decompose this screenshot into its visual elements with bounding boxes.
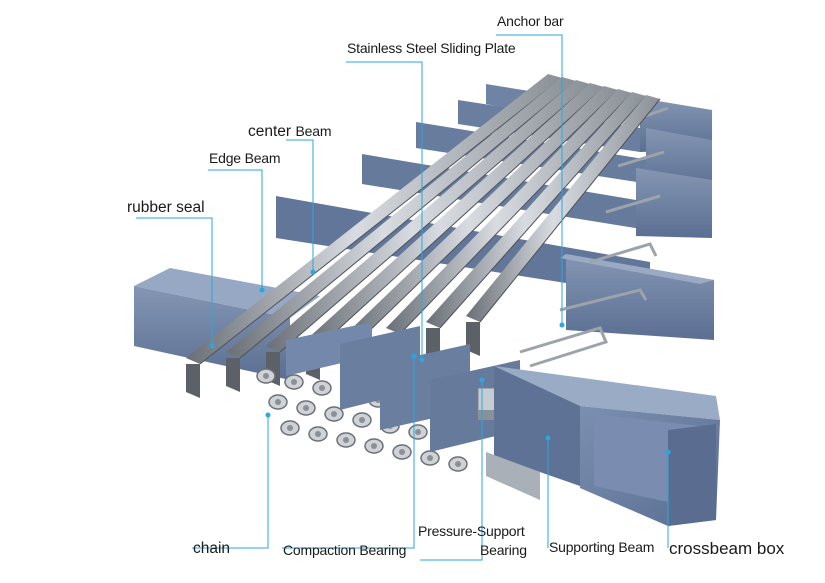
steel-beam <box>386 89 632 334</box>
leader-dot <box>479 377 485 383</box>
chain-pin <box>427 455 433 461</box>
label-supporting-beam: Supporting Beam <box>549 539 655 555</box>
steel-beam <box>306 83 604 346</box>
chain-pin <box>399 449 405 455</box>
leader-dot <box>665 449 671 455</box>
leader-dot <box>545 435 551 441</box>
steel-beams <box>186 74 661 398</box>
leader-dot <box>310 269 316 275</box>
label-chain: chain <box>193 540 231 557</box>
leader-dot <box>559 322 565 328</box>
chain-pin <box>455 461 461 467</box>
steel-beam-edge <box>439 95 647 329</box>
chain-pin <box>303 405 309 411</box>
leader-dot <box>265 412 271 418</box>
steel-beam-edge <box>399 92 633 335</box>
steel-beam-edge <box>359 89 619 341</box>
leader-edge-beam <box>208 169 263 290</box>
label-compaction-bearing: Compaction Bearing <box>283 542 407 558</box>
chain-pin <box>359 417 365 423</box>
label-crossbeam-box: crossbeam box <box>669 539 785 558</box>
label-edge-beam: Edge Beam <box>209 150 281 166</box>
chain-pin <box>275 399 281 405</box>
leader-stainless-plate <box>346 61 423 360</box>
leader-dot <box>411 353 417 359</box>
chain-pin <box>315 431 321 437</box>
crossbeam-box <box>486 366 720 526</box>
leader-dot <box>419 357 425 363</box>
label-rubber-seal: rubber seal <box>127 199 205 216</box>
steel-beam <box>186 74 562 364</box>
anchor-loops <box>519 106 669 368</box>
label-center-beam-a: center <box>248 123 292 140</box>
chain-pin <box>263 373 269 379</box>
label-pressure-support-1: Pressure-Support <box>418 523 525 539</box>
leader-dot <box>209 343 215 349</box>
chain-pin <box>371 443 377 449</box>
steel-beam-edge <box>479 98 661 323</box>
leader-dot <box>259 287 265 293</box>
label-stainless-steel-sliding-plate: Stainless Steel Sliding Plate <box>347 40 516 56</box>
steel-beam-edge <box>279 83 591 353</box>
chain-pin <box>291 379 297 385</box>
steel-beam <box>266 80 590 352</box>
leader-dots <box>209 269 671 455</box>
chain-pin <box>287 425 293 431</box>
steel-beam-edge <box>239 80 577 359</box>
steel-beam <box>466 95 660 322</box>
leader-chain <box>192 415 269 549</box>
leader-rubber-seal <box>136 217 213 346</box>
leader-pressure-support <box>420 380 483 561</box>
steel-beam-edge <box>199 77 563 365</box>
chain-pin <box>319 385 325 391</box>
chain-pin <box>343 437 349 443</box>
label-pressure-support-2: Bearing <box>480 542 527 558</box>
steel-beam-end <box>226 358 240 392</box>
leader-center-beam <box>286 139 314 272</box>
steel-beam-end <box>186 364 200 398</box>
label-anchor-bar: Anchor bar <box>497 13 564 29</box>
leader-anchor-bar <box>496 34 563 325</box>
label-center-beam: center Beam <box>248 123 332 141</box>
leader-lines <box>136 34 669 561</box>
steel-beam-edge <box>319 86 605 347</box>
chain-pin <box>415 429 421 435</box>
label-center-beam-b: Beam <box>295 123 332 139</box>
steel-beam <box>346 86 618 340</box>
leader-compaction <box>282 356 415 549</box>
steel-beam <box>426 92 646 328</box>
chain-pin <box>331 411 337 417</box>
steel-beam <box>226 77 576 358</box>
